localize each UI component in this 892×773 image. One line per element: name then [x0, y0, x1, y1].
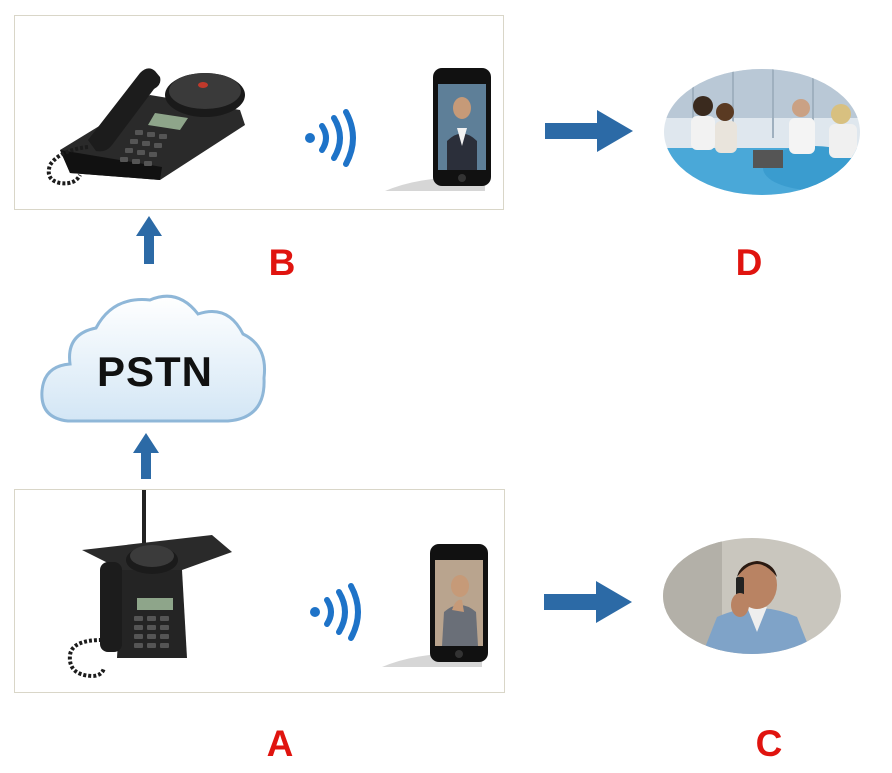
- arrow-right-icon: [544, 581, 632, 623]
- label-b: B: [268, 242, 296, 283]
- caller-photo: [663, 538, 841, 654]
- label-d: D: [735, 242, 763, 283]
- arrow-up-icon: [136, 216, 162, 264]
- pstn-label: PSTN: [96, 348, 213, 395]
- wifi-signal-icon: [310, 583, 361, 641]
- meeting-group-photo: [664, 69, 860, 195]
- label-a: A: [266, 723, 294, 764]
- panel-b: [14, 15, 504, 210]
- pstn-cloud-icon: [40, 294, 267, 423]
- wifi-signal-icon: [305, 109, 356, 167]
- arrow-right-icon: [545, 110, 633, 152]
- conference-phone-b-icon: [46, 68, 245, 186]
- arrow-up-icon: [133, 433, 159, 479]
- smartphone-b-icon: [385, 68, 491, 191]
- label-c: C: [755, 723, 783, 764]
- conference-phone-a-icon: [67, 490, 232, 679]
- smartphone-a-icon: [382, 544, 488, 667]
